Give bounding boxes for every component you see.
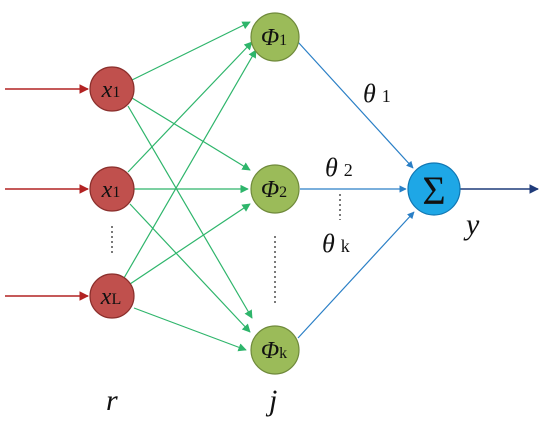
- input-node-1: x1: [89, 66, 135, 112]
- hidden-node-1-var: Φ: [261, 25, 279, 51]
- svg-text:Φk: Φk: [261, 338, 287, 364]
- input-node-3-sub: L: [111, 291, 121, 308]
- hidden-layer-label: j: [265, 384, 277, 417]
- output-sum-node: Σ: [407, 162, 461, 216]
- edge-x1-phik: [127, 105, 253, 319]
- input-node-3: xL: [89, 273, 135, 319]
- svg-text:x1: x1: [101, 177, 121, 203]
- edge-xL-phi2: [129, 203, 251, 285]
- edge-x1-phi1: [131, 21, 251, 81]
- hidden-node-2-sub: 2: [279, 184, 287, 201]
- svg-text:Φ1: Φ1: [261, 25, 287, 51]
- edge-phi1-sum: [297, 41, 414, 169]
- hidden-node-3-var: Φ: [261, 338, 279, 364]
- input-node-2-var: x: [101, 177, 113, 203]
- input-layer-label: r: [106, 384, 118, 417]
- hidden-layer-edges: [123, 21, 257, 352]
- hidden-node-3: Φk: [250, 325, 300, 375]
- edge-x2-phi1: [127, 41, 253, 173]
- hidden-node-1: Φ1: [250, 12, 300, 62]
- svg-text:x1: x1: [101, 77, 121, 103]
- input-node-2-sub: 1: [112, 184, 120, 201]
- input-node-1-sub: 1: [112, 84, 120, 101]
- edge-phik-sum: [297, 211, 415, 339]
- hidden-node-1-sub: 1: [279, 32, 287, 49]
- hidden-node-2-var: Φ: [261, 177, 279, 203]
- edge-xL-phik: [133, 307, 247, 352]
- input-node-2: x1: [89, 166, 135, 212]
- hidden-node-2: Φ2: [250, 164, 300, 214]
- edge-x2-phik: [129, 203, 251, 333]
- svg-text:xL: xL: [100, 284, 121, 310]
- output-layer-edges: [297, 41, 415, 339]
- input-node-1-var: x: [101, 77, 113, 103]
- input-arrows: [5, 84, 89, 301]
- hidden-node-3-sub: k: [279, 345, 287, 362]
- edge-xL-phi1: [123, 49, 257, 279]
- edge-x1-phi2: [131, 97, 251, 171]
- svg-text:Φ2: Φ2: [261, 177, 287, 203]
- output-label: y: [463, 208, 480, 241]
- input-node-3-var: x: [100, 284, 112, 310]
- sum-symbol: Σ: [422, 168, 445, 213]
